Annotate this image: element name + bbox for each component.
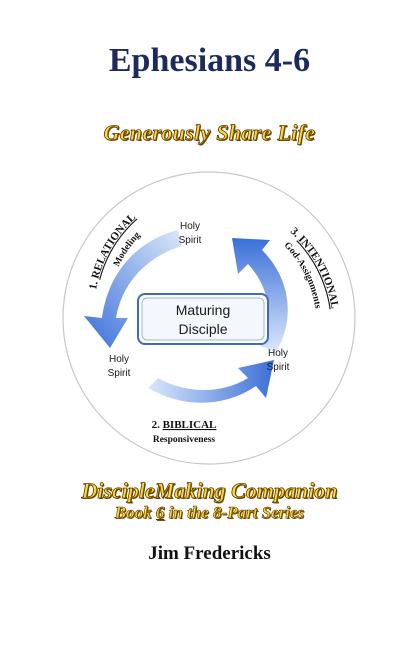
series-book-number: Book 6 in the 8-Part Series (0, 503, 419, 523)
holy-spirit-right-line1: Holy (268, 348, 288, 359)
biblical-word: BIBLICAL (163, 419, 217, 431)
arrow-left (84, 230, 182, 348)
center-box-inner (141, 297, 265, 341)
center-label-line2: Disciple (178, 321, 227, 337)
arrow-right (232, 238, 288, 352)
series-book-suffix: in the 8-Part Series (164, 503, 305, 523)
holy-spirit-top-line2: Spirit (179, 235, 202, 246)
center-label-line1: Maturing (176, 302, 230, 318)
biblical-label: 2. BIBLICAL (152, 419, 217, 431)
book-subtitle: Generously Share Life (103, 120, 316, 146)
author-name: Jim Fredericks (148, 543, 271, 564)
biblical-sub-label: Responsiveness (153, 435, 216, 445)
holy-spirit-top-line1: Holy (180, 221, 200, 232)
holy-spirit-left-line1: Holy (109, 354, 129, 365)
series-name: DiscipleMaking Companion (81, 478, 338, 504)
holy-spirit-left-line2: Spirit (108, 368, 131, 379)
arrow-bottom (148, 360, 274, 403)
series-book-num: 6 (155, 503, 165, 523)
book-title: Ephesians 4-6 (108, 42, 311, 79)
holy-spirit-right-line2: Spirit (267, 362, 290, 373)
series-book-prefix: Book (114, 503, 156, 523)
